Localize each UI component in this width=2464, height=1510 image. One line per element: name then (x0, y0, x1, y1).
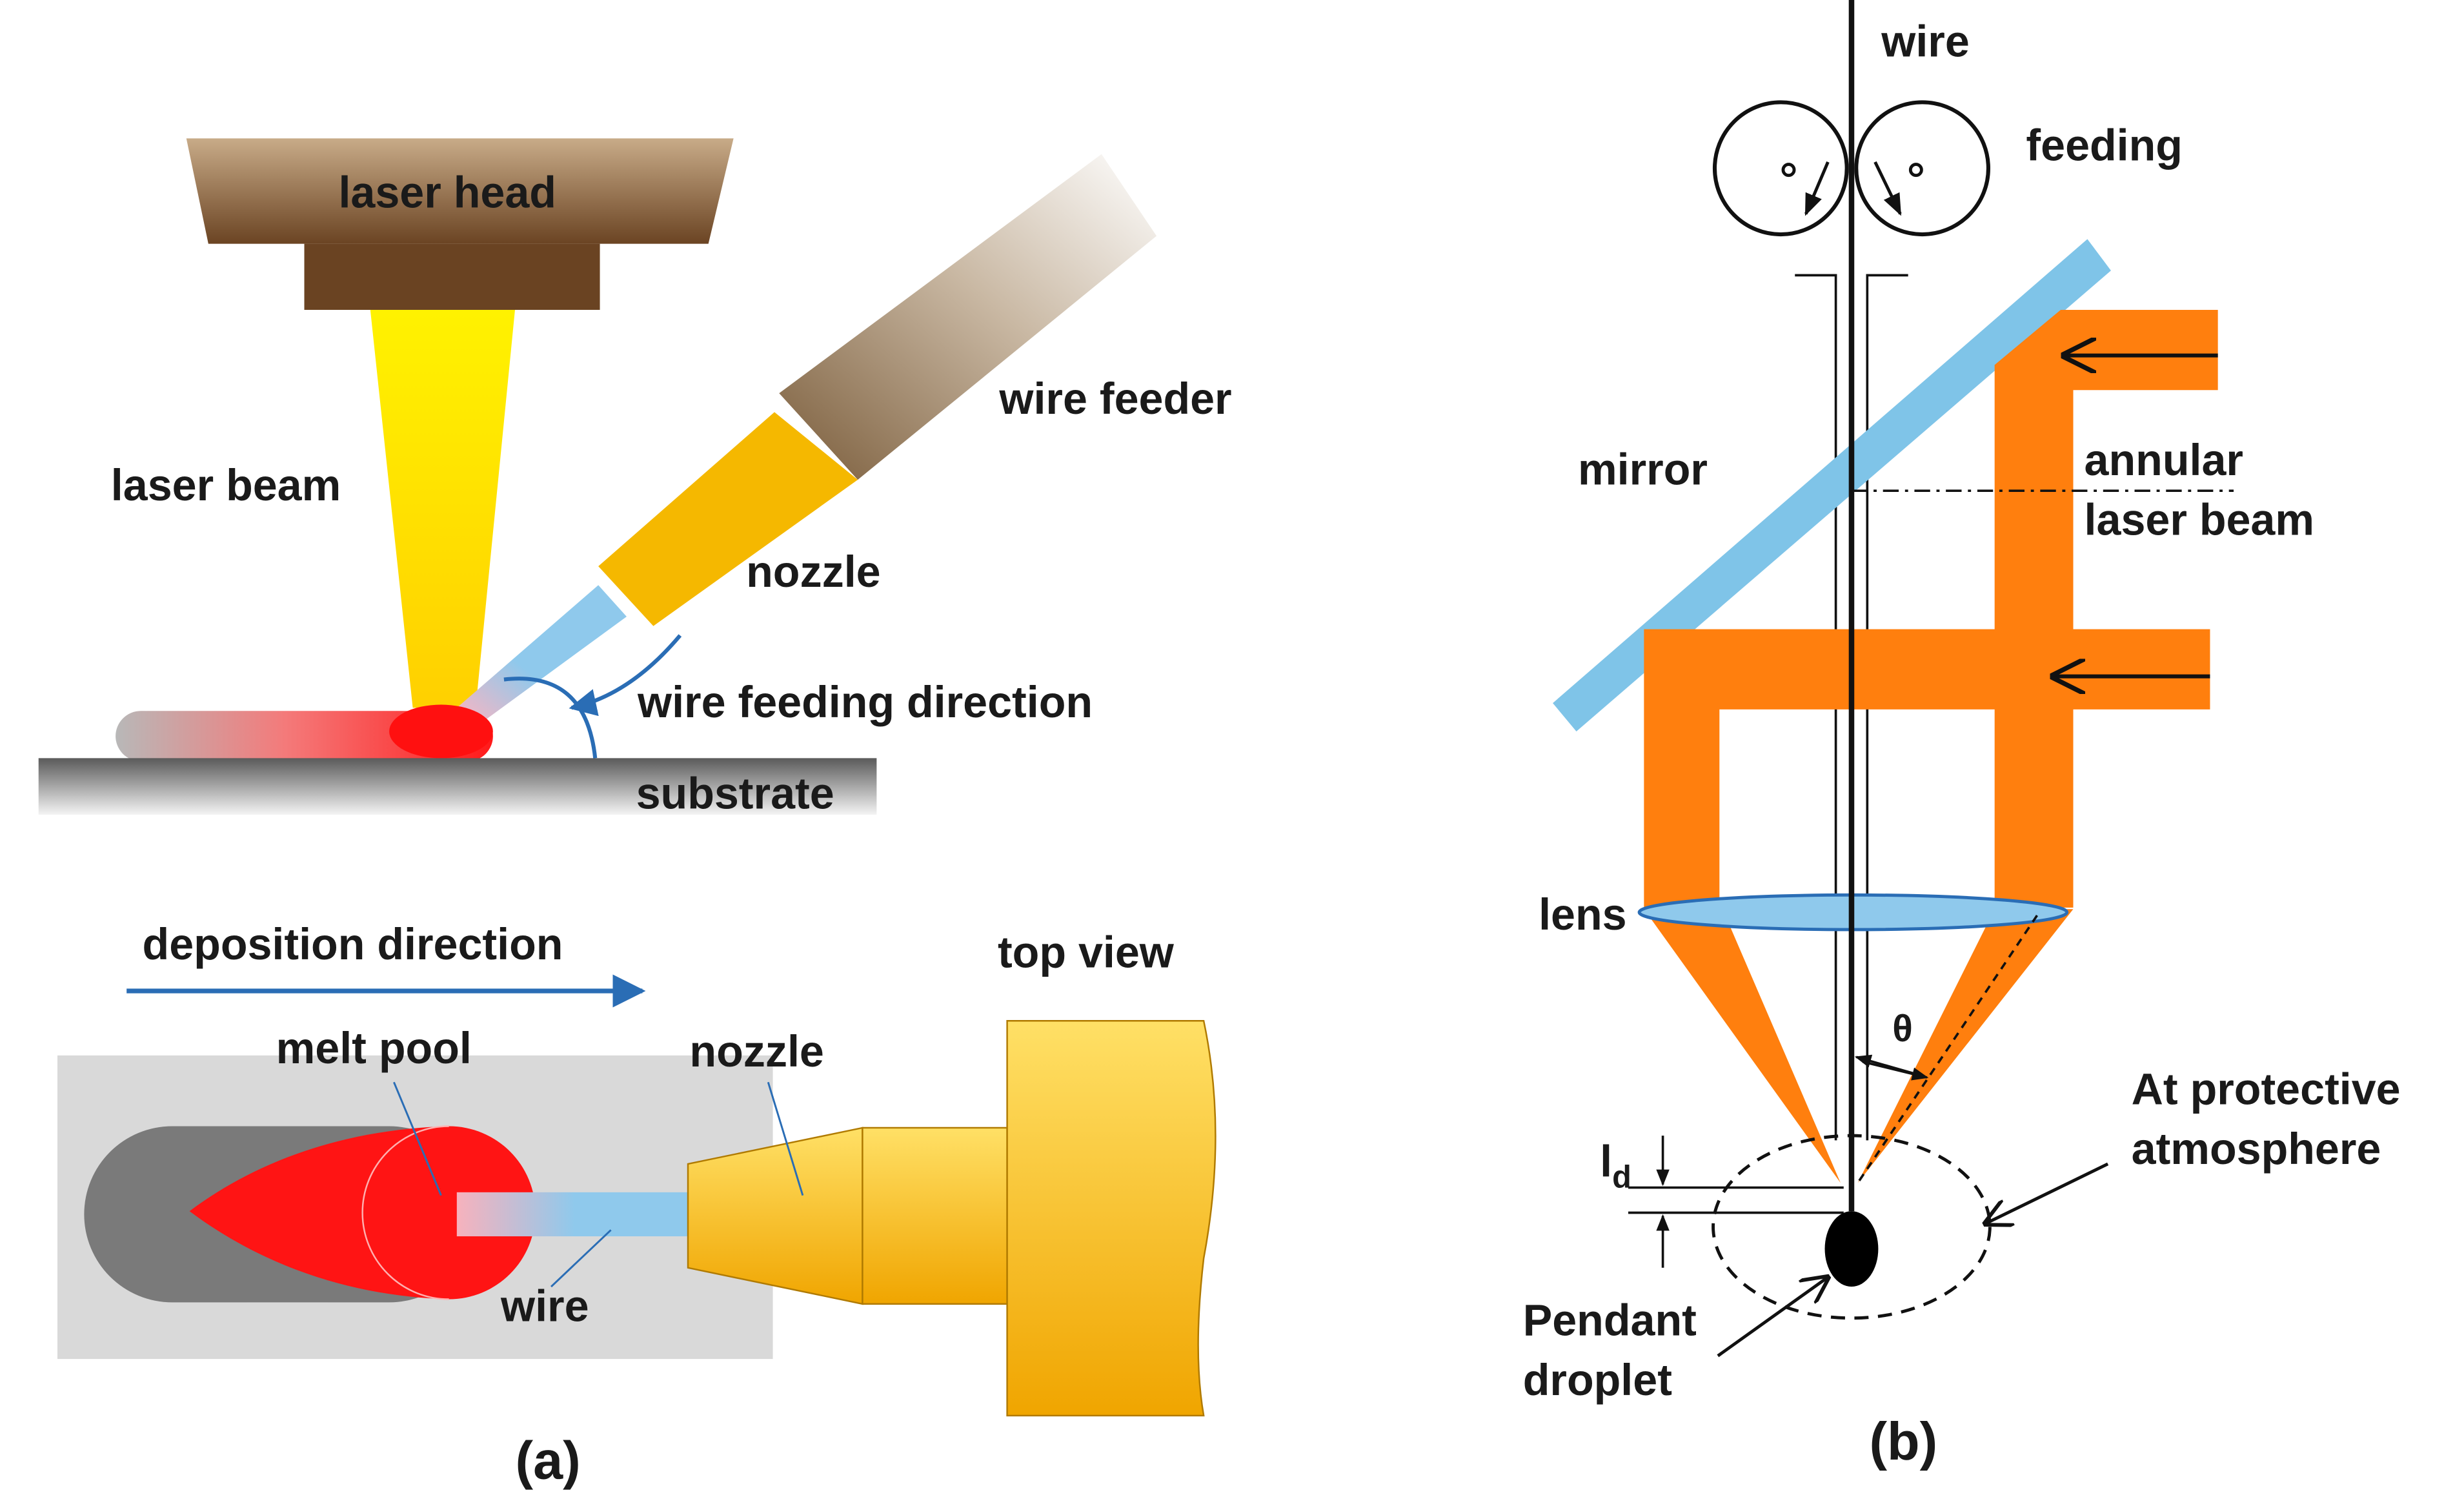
ld-label-main: l (1600, 1137, 1612, 1186)
melt-pool-side (389, 704, 493, 759)
pendant-droplet-label-line1: Pendant (1523, 1296, 1697, 1345)
panel-a-caption: (a) (516, 1430, 581, 1490)
wire-feeding-direction-label: wire feeding direction (637, 678, 1093, 727)
panel-a-top-view: deposition direction top view melt pool … (57, 920, 1217, 1490)
wire-feeder-body (779, 154, 1157, 480)
pendant-droplet-arrow (1717, 1277, 1828, 1358)
nozzle-top-body (862, 1127, 1008, 1305)
wire-guide-left (1795, 274, 1837, 1141)
wire-feeder-top (1006, 1020, 1217, 1417)
wire-top (456, 1192, 693, 1237)
ld-label-subscript: d (1612, 1160, 1631, 1195)
feed-roller-right-arrow (1873, 161, 1902, 216)
annular-label-line1: annular (2085, 436, 2243, 485)
laser-head-mount (304, 243, 600, 310)
feed-roller-left (1712, 100, 1849, 237)
protective-atmosphere-arrow (1985, 1162, 2109, 1224)
wire-top-leader (550, 1229, 612, 1288)
nozzle-top-label: nozzle (689, 1027, 823, 1076)
annular-beam-left-cone (1644, 909, 1841, 1183)
pendant-droplet-label-line2: droplet (1523, 1356, 1672, 1405)
wire-guide-right (1866, 274, 1908, 1141)
wire-top-label: wire (500, 1282, 589, 1331)
laser-head-body (186, 138, 734, 244)
nozzle-side (598, 412, 858, 626)
substrate-label: substrate (636, 769, 834, 818)
theta-arrow-back (1854, 1054, 1923, 1077)
wire-b-label: wire (1881, 17, 1970, 66)
annular-label-line2: laser beam (2085, 495, 2314, 544)
protective-atmosphere-label-line1: At protective (2132, 1065, 2401, 1114)
deposition-direction-label: deposition direction (143, 920, 563, 969)
feed-roller-right (1854, 100, 1990, 237)
mirror-label: mirror (1578, 445, 1708, 494)
feeding-angle-arc (503, 677, 598, 759)
lens-label: lens (1539, 890, 1627, 939)
wire-feeder-label: wire feeder (998, 374, 1231, 423)
laser-head-label: laser head (338, 168, 556, 218)
wire-side (456, 585, 627, 724)
melt-pool-leader (393, 1081, 442, 1196)
melt-pool-label: melt pool (276, 1024, 472, 1073)
theta-label: θ (1892, 1008, 1913, 1050)
laser-beam-cone (370, 309, 515, 708)
feeding-label: feeding (2026, 121, 2183, 170)
annular-beam-upper (1644, 309, 2218, 908)
ld-label: ld (1600, 1137, 1631, 1194)
theta-dashed-ray (1857, 915, 2038, 1184)
feeding-angle-arrow (569, 634, 682, 717)
top-view-label: top view (998, 928, 1175, 977)
pendant-droplet (1824, 1211, 1879, 1287)
mirror (1553, 239, 2111, 731)
nozzle-top-leader (767, 1081, 804, 1196)
protective-atmosphere-label-line2: atmosphere (2132, 1125, 2381, 1174)
panel-a-side-view: laser head laser beam wire feeder nozzle… (38, 138, 1232, 818)
feed-roller-left-axle (1781, 163, 1796, 178)
feed-roller-left-arrow (1804, 161, 1830, 216)
melt-pool-top-head (362, 1126, 536, 1300)
laser-beam-label: laser beam (111, 461, 341, 510)
nozzle-side-label: nozzle (746, 547, 880, 597)
melt-pool-outline (361, 1125, 449, 1300)
panel-b-caption: (b) (1869, 1411, 1937, 1471)
substrate-plate (38, 758, 877, 815)
panel-b: wire feeding mirror annular laser beam l… (1523, 0, 2401, 1471)
feed-roller-right-axle (1908, 163, 1923, 178)
annular-beam-right-cone (1857, 909, 2074, 1183)
